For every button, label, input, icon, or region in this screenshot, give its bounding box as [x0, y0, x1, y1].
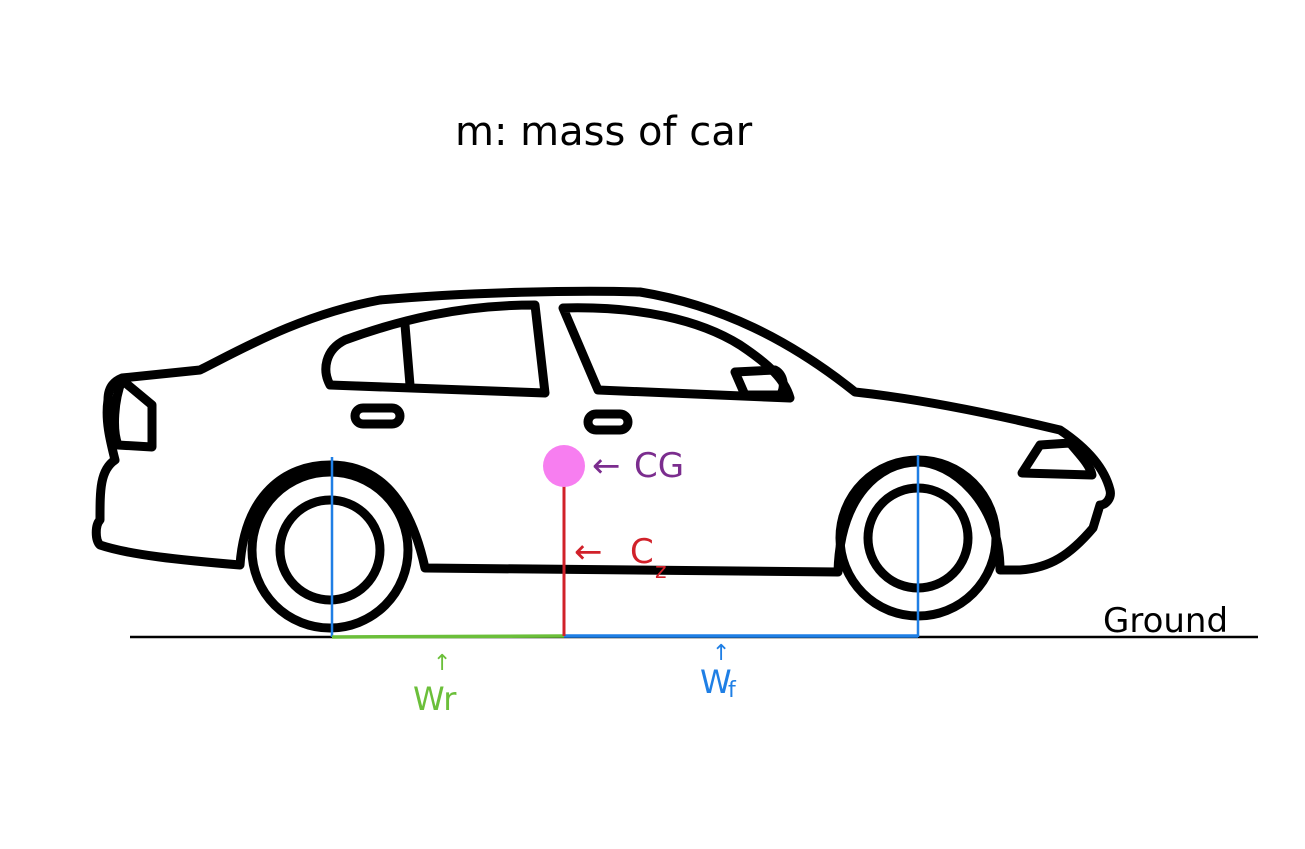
cg-arrow: ←	[592, 446, 621, 486]
wr-arrow: ↑	[433, 651, 451, 676]
side-mirror	[730, 365, 788, 400]
cz-subscript: z	[655, 559, 667, 584]
rear-door-handle	[350, 403, 405, 429]
rear-window	[321, 300, 550, 398]
rear-rim	[275, 495, 385, 605]
ground-label: Ground	[1103, 601, 1228, 641]
wf-subscript: f	[728, 678, 737, 703]
front-door-handle	[583, 409, 633, 435]
front-window	[558, 303, 795, 403]
rear-tire	[247, 467, 413, 633]
cz-arrow: ←	[574, 532, 603, 572]
wf-arrow: ↑	[712, 641, 730, 666]
window-pillar	[400, 320, 415, 390]
taillight	[110, 375, 157, 452]
wf-label: W	[700, 663, 732, 701]
diagram-title: m: mass of car	[455, 109, 753, 155]
cz-label: C	[630, 532, 654, 572]
wr-segment	[331, 634, 565, 639]
headlight	[1017, 438, 1097, 480]
wr-label: Wr	[413, 680, 457, 718]
cg-label: CG	[634, 446, 684, 486]
cg-dot	[543, 445, 585, 487]
